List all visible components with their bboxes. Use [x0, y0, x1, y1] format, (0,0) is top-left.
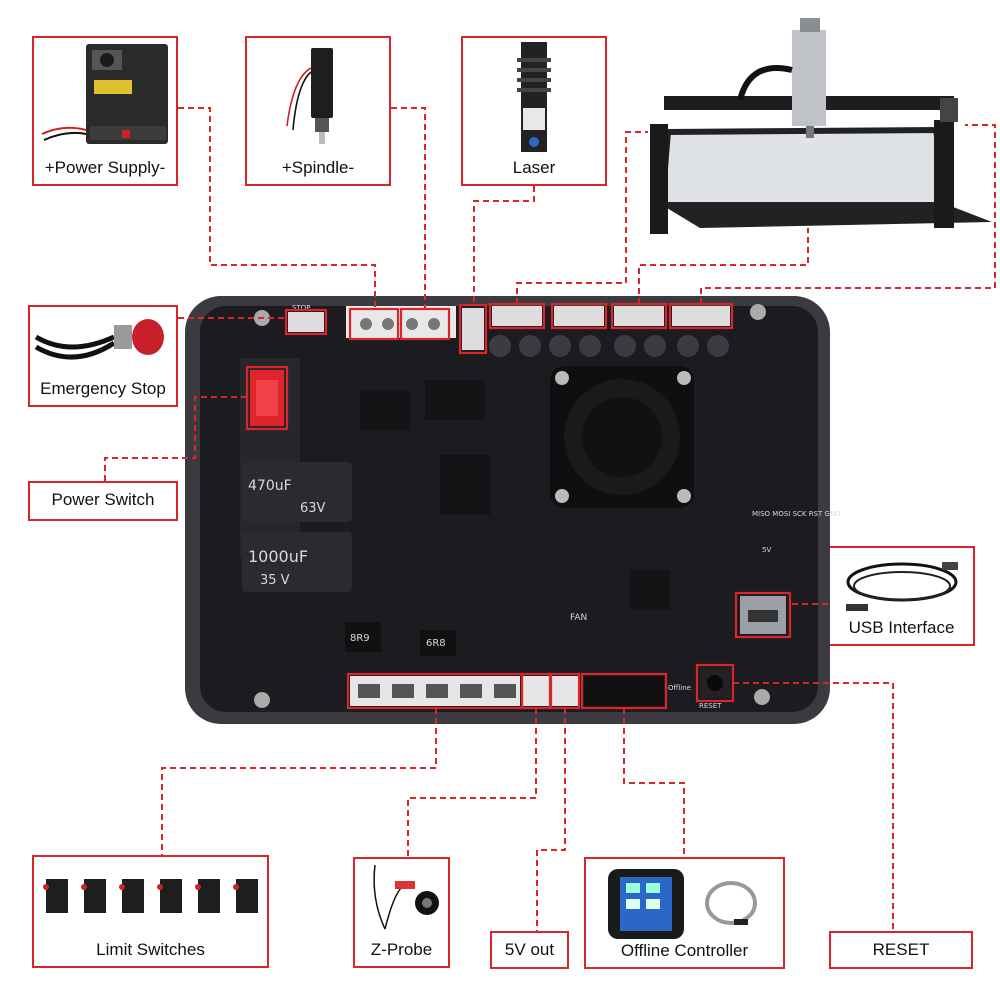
power-supply-label: +Power Supply-	[44, 158, 166, 177]
laser-box: Laser	[461, 36, 607, 186]
offline-controller-label: Offline Controller	[620, 941, 749, 960]
offline-silk: Offline	[668, 684, 691, 692]
limit-switches-box: Limit Switches	[32, 855, 269, 968]
capacitor-1000uf	[242, 532, 352, 592]
emergency-stop-label: Emergency Stop	[40, 379, 166, 398]
connector-highlights	[245, 302, 792, 710]
inductor-1-label: 8R9	[350, 633, 370, 644]
limit-switches-image	[43, 879, 258, 913]
laser-image	[517, 42, 551, 152]
reset-box: RESET	[829, 931, 973, 969]
power-switch-box: Power Switch	[28, 481, 178, 521]
spindle-image	[286, 48, 333, 144]
cap1-voltage: 63V	[300, 501, 326, 516]
power-supply-image	[41, 44, 168, 144]
five-v-silk: 5V	[762, 546, 771, 554]
cap2-value: 1000uF	[248, 547, 308, 566]
emergency-stop-box: Emergency Stop	[28, 305, 178, 407]
spindle-box: +Spindle-	[245, 36, 391, 186]
z-probe-label: Z-Probe	[370, 940, 433, 959]
spindle-label: +Spindle-	[281, 158, 355, 177]
stop-silk: STOP	[292, 304, 310, 312]
z-probe-image	[373, 864, 439, 930]
power-supply-box: +Power Supply-	[32, 36, 178, 186]
emergency-stop-image	[34, 319, 164, 360]
usb-interface-label: USB Interface	[848, 618, 955, 637]
inductor-2-label: 6R8	[426, 638, 446, 649]
cap1-value: 470uF	[248, 478, 292, 494]
capacitor-470uf	[242, 462, 352, 522]
offline-controller-image	[608, 869, 757, 939]
usb-interface-box: USB Interface	[828, 546, 975, 646]
reset-label: RESET	[872, 940, 930, 959]
usb-cable-image	[846, 562, 958, 611]
laser-label: Laser	[512, 158, 556, 177]
five-v-out-label: 5V out	[504, 940, 555, 959]
five-v-out-box: 5V out	[490, 931, 569, 969]
reset-silk: RESET	[699, 702, 722, 710]
controller-board: 470uF 63V 1000uF 35 V 8R9 6R8 FAN STOP	[185, 296, 841, 724]
fan-label: FAN	[570, 613, 587, 623]
limit-switches-label: Limit Switches	[96, 940, 205, 959]
z-probe-box: Z-Probe	[353, 857, 450, 968]
cap2-voltage: 35 V	[260, 573, 290, 588]
leader-lines	[104, 107, 996, 931]
offline-controller-box: Offline Controller	[584, 857, 785, 969]
cnc-machine-image	[650, 18, 992, 234]
spi-header-silk: MISO MOSI SCK RST GND	[752, 510, 841, 518]
power-switch-label: Power Switch	[51, 490, 155, 509]
